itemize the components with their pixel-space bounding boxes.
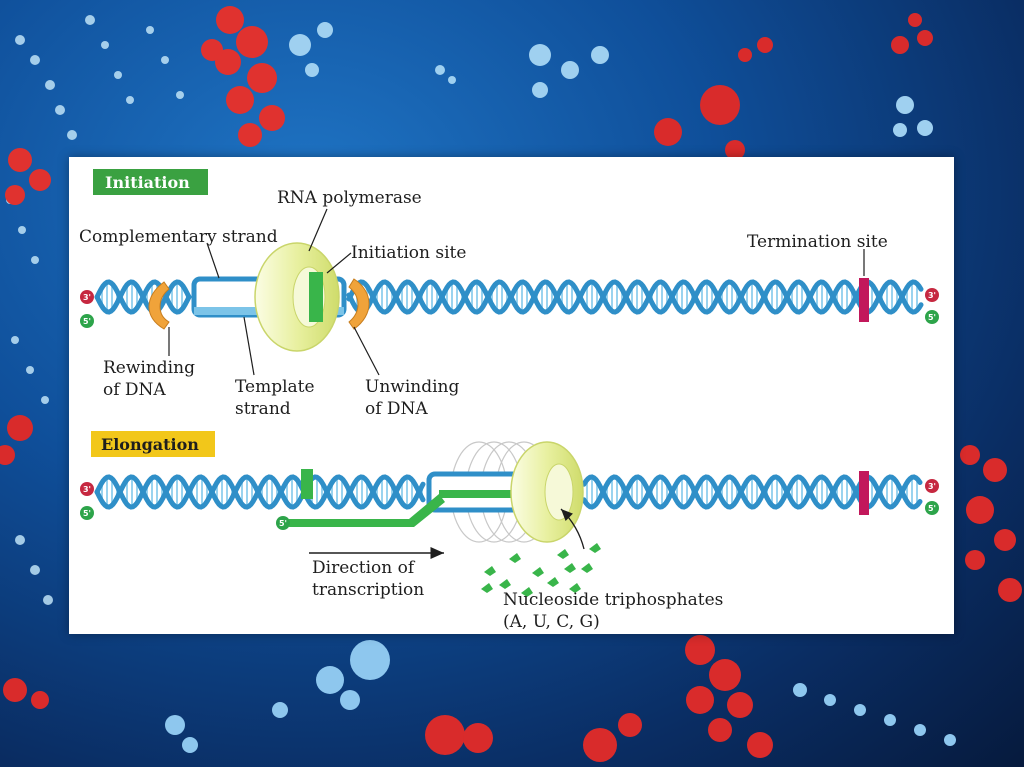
label-initiation-site: Initiation site bbox=[351, 243, 466, 263]
blue-molecules-top bbox=[289, 22, 933, 137]
rna-polymerase bbox=[255, 243, 339, 351]
initiation-site-marker-passed bbox=[301, 469, 313, 499]
red-molecules-top-right bbox=[654, 13, 933, 160]
label-template-line1: Template bbox=[235, 377, 315, 397]
initiation-tag: Initiation bbox=[105, 173, 190, 192]
label-termination-site: Termination site bbox=[747, 232, 888, 252]
rna-polymerase-elongating bbox=[511, 442, 583, 542]
label-direction-line2: transcription bbox=[312, 580, 424, 600]
label-unwinding-line1: Unwinding bbox=[365, 377, 459, 397]
label-rewinding-line1: Rewinding bbox=[103, 358, 195, 378]
three-prime-end-right-2: 3' bbox=[928, 482, 936, 491]
dna-backbone-bottom bbox=[97, 282, 189, 312]
termination-site-marker-elongation bbox=[859, 471, 869, 515]
nucleoside-triphosphates-cloud bbox=[481, 543, 601, 597]
five-prime-end-left: 5' bbox=[83, 317, 91, 326]
label-template-line2: strand bbox=[235, 399, 291, 419]
three-prime-end-left: 3' bbox=[83, 293, 91, 302]
initiation-site-marker bbox=[309, 272, 323, 322]
label-ntp-line2: (A, U, C, G) bbox=[503, 612, 600, 632]
termination-site-marker bbox=[859, 278, 869, 322]
label-rewinding-line2: of DNA bbox=[103, 380, 166, 400]
label-unwinding-line2: of DNA bbox=[365, 399, 428, 419]
three-prime-end-left-2: 3' bbox=[83, 485, 91, 494]
five-prime-end-left-2: 5' bbox=[83, 509, 91, 518]
transcription-diagram: Initiation 3' bbox=[69, 157, 954, 634]
blue-molecules-bottom bbox=[165, 640, 956, 753]
initiation-dna-helix: 3' 5' 3' 5' bbox=[80, 243, 939, 351]
five-prime-end-right: 5' bbox=[928, 313, 936, 322]
five-prime-end-right-2: 5' bbox=[928, 504, 936, 513]
initiation-section: Initiation 3' bbox=[79, 169, 939, 419]
label-complementary-strand: Complementary strand bbox=[79, 227, 278, 247]
elongation-tag: Elongation bbox=[101, 435, 199, 454]
label-ntp-line1: Nucleoside triphosphates bbox=[503, 590, 723, 610]
elongation-section: Elongation bbox=[80, 431, 939, 632]
rna-five-prime-end: 5' bbox=[279, 519, 287, 528]
label-rna-polymerase: RNA polymerase bbox=[277, 188, 422, 208]
three-prime-end-right: 3' bbox=[928, 291, 936, 300]
transcription-diagram-panel: Initiation 3' bbox=[69, 157, 954, 634]
label-direction-line1: Direction of bbox=[312, 558, 416, 578]
